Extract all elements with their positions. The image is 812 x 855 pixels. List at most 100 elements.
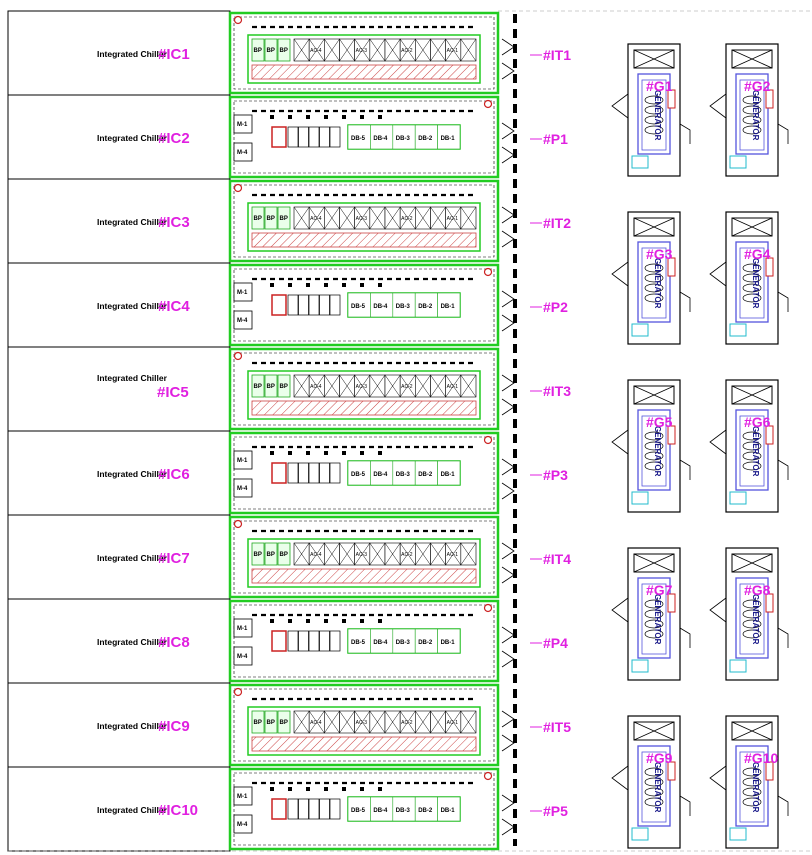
radiator-cross	[633, 721, 675, 741]
engine-coil	[742, 609, 762, 619]
switch-cell	[329, 294, 341, 316]
rack-cross	[399, 542, 416, 566]
radiator-cross	[633, 49, 675, 69]
ac-cell-label: AC-2	[401, 720, 413, 726]
generator-label: GENERATOR	[751, 90, 760, 141]
door-swing	[501, 38, 515, 56]
db-cell-label: DB-4	[373, 808, 388, 814]
aux-box	[233, 814, 253, 834]
generator-id: #G9	[646, 750, 673, 766]
generator-unit-8: GENERATOR#G8	[709, 547, 789, 681]
rack-cross	[339, 542, 355, 566]
bp-cell-label: BP	[267, 48, 275, 54]
control-panel	[667, 425, 676, 445]
rack-cross	[324, 206, 340, 230]
chiller-id: #IC9	[158, 718, 190, 735]
rack-cross	[354, 38, 371, 62]
bp-cell	[251, 710, 265, 734]
generator-id: #G5	[646, 414, 673, 430]
aux-box	[233, 282, 253, 302]
db-cell	[437, 460, 461, 486]
aux-box-label: M-4	[237, 654, 248, 660]
label-cell	[7, 10, 231, 96]
engine-coil	[742, 461, 762, 471]
door-swing-left	[611, 765, 629, 791]
db-cell-label: DB-4	[373, 136, 388, 142]
label-cell	[7, 514, 231, 600]
door-swing	[501, 542, 515, 560]
engine-coil	[644, 273, 664, 283]
rack-cross	[430, 374, 446, 398]
db-cell-label: DB-1	[441, 808, 456, 814]
chiller-id: #IC4	[158, 298, 190, 315]
connector-mark	[342, 283, 346, 287]
door-swing	[501, 374, 515, 392]
connector-mark	[270, 115, 274, 119]
ups-panel	[271, 126, 287, 148]
rack-cross	[293, 374, 310, 398]
switch-cell	[308, 630, 320, 652]
connector-mark	[306, 451, 310, 455]
rack-cross	[430, 38, 446, 62]
door-swing-right	[777, 627, 789, 648]
engine-inner	[739, 247, 765, 319]
door-swing	[501, 794, 515, 812]
generator-unit-9: GENERATOR#G9	[611, 715, 691, 849]
chiller-name: Integrated Chiller	[97, 301, 168, 311]
connector-mark	[360, 283, 364, 287]
end-marker	[483, 435, 493, 445]
db-cell	[437, 124, 461, 150]
radiator-cross	[633, 217, 675, 237]
generator-unit-3: GENERATOR#G3	[611, 211, 691, 345]
end-marker	[233, 183, 243, 193]
switch-cell	[319, 462, 330, 484]
door-swing-left	[709, 93, 727, 119]
door-swing-right	[679, 795, 691, 816]
aux-box	[233, 786, 253, 806]
door-swing-left	[709, 261, 727, 287]
fuel-tank	[729, 827, 747, 841]
generator-id: #G8	[744, 582, 771, 598]
connector-mark	[306, 115, 310, 119]
connector-mark	[360, 451, 364, 455]
chiller-name: Integrated Chiller	[97, 373, 168, 383]
bp-cell-label: BP	[254, 552, 262, 558]
module-tag: #P5	[543, 803, 568, 819]
ac-cell-label: AC-4	[310, 384, 322, 390]
generator-id: #G1	[646, 78, 673, 94]
door-swing	[501, 122, 515, 140]
generator-id: #G10	[744, 750, 778, 766]
rack-cross	[415, 206, 431, 230]
engine-coil	[644, 461, 664, 471]
db-cell	[437, 628, 461, 654]
end-marker	[233, 687, 243, 697]
db-cell-label: DB-2	[418, 640, 433, 646]
connector-mark	[378, 283, 382, 287]
aux-box	[233, 646, 253, 666]
bp-cell	[251, 206, 265, 230]
control-panel	[765, 761, 774, 781]
chiller-id: #IC10	[158, 802, 198, 819]
ac-cell-label: AC-2	[401, 552, 413, 558]
rack-cross	[308, 542, 325, 566]
engine-frame	[637, 745, 671, 827]
radiator-cross	[731, 721, 773, 741]
end-marker	[233, 351, 243, 361]
container-inner-dashed	[233, 100, 495, 174]
cold-aisle-hatch	[251, 232, 477, 248]
switch-cell	[319, 630, 330, 652]
module-tag: #IT1	[543, 47, 571, 63]
rack-cross	[415, 542, 431, 566]
bp-cell	[251, 38, 265, 62]
end-marker	[483, 603, 493, 613]
ac-cell-label: AC-3	[356, 384, 368, 390]
rack-cross	[339, 206, 355, 230]
container-inner-dashed	[233, 184, 495, 258]
chiller-name: Integrated Chiller	[97, 133, 168, 143]
end-marker	[233, 15, 243, 25]
rack-cross	[384, 710, 401, 734]
chiller-name: Integrated Chiller	[97, 469, 168, 479]
